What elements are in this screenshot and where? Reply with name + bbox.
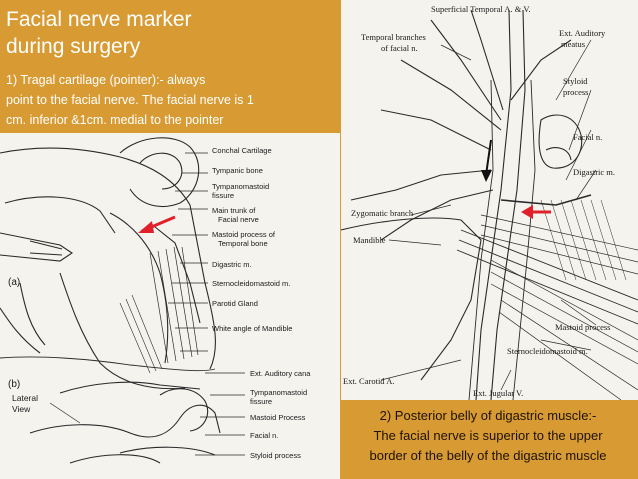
left-label-b-mastoid: Mastoid Process	[250, 413, 306, 422]
point-2-line-1: 2) Posterior belly of digastric muscle:-	[379, 408, 597, 423]
right-label-process: process	[563, 87, 589, 97]
right-label-facial-n: Facial n.	[573, 132, 602, 142]
left-label-fissure: fissure	[212, 191, 234, 200]
lateral-view-line-2: View	[12, 404, 31, 414]
right-label-temporal-branches: Temporal branches	[361, 32, 426, 42]
right-label-meatus: meatus	[561, 39, 585, 49]
left-label-b-tympanomastoid: Tympanomastoid	[250, 388, 307, 397]
panel-b-label: (b)	[8, 379, 20, 390]
left-figure: Conchal Cartilage Tympanic bone Tympanom…	[0, 133, 340, 479]
left-label-conchal: Conchal Cartilage	[212, 146, 272, 155]
left-label-scm: Sternocleidomastoid m.	[212, 279, 290, 288]
right-label-styloid: Styloid	[563, 76, 588, 86]
point-2-text: 2) Posterior belly of digastric muscle:-…	[338, 406, 638, 466]
left-label-parotid: Parotid Gland	[212, 299, 258, 308]
right-label-ext-auditory: Ext. Auditory	[559, 28, 606, 38]
title-line-1: Facial nerve marker	[6, 8, 192, 31]
right-label-zygomatic: Zygomatic branch	[351, 208, 414, 218]
left-label-digastric: Digastric m.	[212, 260, 252, 269]
right-label-mandible: Mandible	[353, 235, 386, 245]
title-line-2: during surgery	[6, 35, 141, 58]
left-label-b-fissure: fissure	[250, 397, 272, 406]
left-label-mastoid: Mastoid process of	[212, 230, 276, 239]
right-figure: Superficial Temporal A. & V. Temporal br…	[341, 0, 638, 400]
point-1-line-2: point to the facial nerve. The facial ne…	[6, 93, 254, 107]
left-label-b-facial: Facial n.	[250, 431, 278, 440]
lateral-view-line-1: Lateral	[12, 393, 38, 403]
left-figure-drawing: Conchal Cartilage Tympanic bone Tympanom…	[0, 137, 311, 464]
left-label-facial-nerve: Facial nerve	[218, 215, 259, 224]
panel-a-label: (a)	[8, 277, 20, 288]
left-label-temporal-bone: Temporal bone	[218, 239, 268, 248]
left-label-ext-auditory: Ext. Auditory cana	[250, 369, 311, 378]
right-label-ext-jugular: Ext. Jugular V.	[473, 388, 523, 398]
right-figure-drawing: Superficial Temporal A. & V. Temporal br…	[341, 4, 638, 400]
right-label-scm: Sternocleidomastoid m.	[507, 346, 588, 356]
slide-title: Facial nerve marker during surgery	[6, 6, 336, 60]
right-label-of-facial-n: of facial n.	[381, 43, 418, 53]
point-2-line-3: border of the belly of the digastric mus…	[369, 448, 607, 463]
pointer-arrow-left	[138, 215, 176, 233]
left-label-tympanic: Tympanic bone	[212, 166, 263, 175]
marker-arrow-black	[481, 139, 492, 182]
right-label-superficial-temporal: Superficial Temporal A. & V.	[431, 4, 531, 14]
left-label-white-angle: White angle of Mandible	[212, 324, 292, 333]
left-label-main-trunk: Main trunk of	[212, 206, 256, 215]
point-1-line-3: cm. inferior &1cm. medial to the pointer	[6, 113, 224, 127]
point-2-line-2: The facial nerve is superior to the uppe…	[373, 428, 603, 443]
left-label-tympanomastoid: Tympanomastoid	[212, 182, 269, 191]
left-label-b-styloid: Styloid process	[250, 451, 301, 460]
right-label-mastoid-process: Mastoid process	[555, 322, 610, 332]
right-label-ext-carotid: Ext. Carotid A.	[343, 376, 394, 386]
pointer-arrow-right	[521, 205, 551, 219]
point-1-text: 1) Tragal cartilage (pointer):- always p…	[6, 70, 338, 130]
point-1-line-1: 1) Tragal cartilage (pointer):- always	[6, 73, 206, 87]
right-label-digastric: Digastric m.	[573, 167, 615, 177]
